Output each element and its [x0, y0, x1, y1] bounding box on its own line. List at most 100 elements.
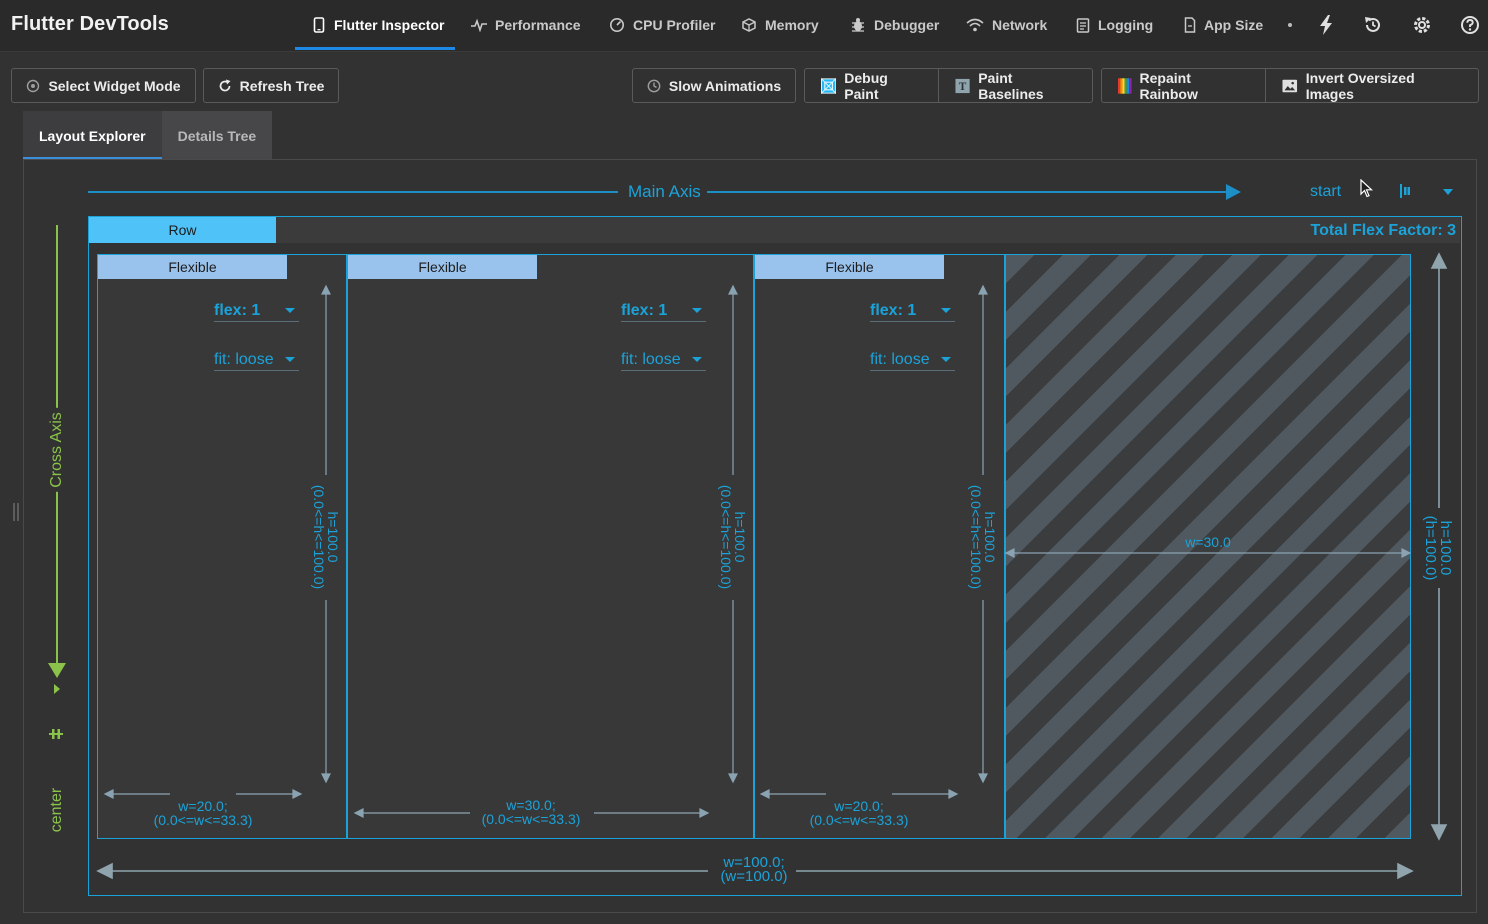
tab-label: Performance — [495, 17, 581, 33]
tab-performance[interactable]: Performance — [471, 0, 581, 50]
tab-label: App Size — [1204, 17, 1263, 33]
tab-memory[interactable]: Memory — [741, 0, 819, 50]
hot-reload-icon[interactable] — [1314, 13, 1338, 37]
cross-axis-alignment-value[interactable]: center — [48, 788, 66, 832]
tab-debugger[interactable]: Debugger — [850, 0, 939, 50]
button-label: Invert Oversized Images — [1306, 70, 1462, 102]
flex-value: flex: 1 — [870, 302, 916, 320]
select-widget-mode-button[interactable]: Select Widget Mode — [11, 68, 196, 103]
inspector-subtabs: Layout Explorer Details Tree — [23, 111, 272, 160]
align-center-icon[interactable] — [46, 724, 66, 744]
button-label: Repaint Rainbow — [1140, 70, 1250, 102]
child-1-height-label: h=100.0(0.0<=h<=100.0) — [312, 485, 340, 589]
caret-down-icon — [941, 308, 951, 313]
align-start-icon[interactable] — [1395, 181, 1415, 201]
row-header-strip — [276, 217, 1460, 243]
fit-value: fit: loose — [214, 351, 274, 369]
caret-down-icon — [941, 357, 951, 362]
flex-dropdown-3[interactable]: flex: 1 — [870, 300, 955, 322]
button-label: Refresh Tree — [240, 78, 325, 94]
split-drag-handle[interactable] — [13, 503, 19, 521]
tab-flutter-inspector[interactable]: Flutter Inspector — [312, 0, 444, 50]
flex-value: flex: 1 — [621, 302, 667, 320]
caret-down-icon — [285, 357, 295, 362]
tab-app-size[interactable]: App Size — [1184, 0, 1263, 50]
svg-text:T: T — [959, 81, 967, 93]
tab-label: Flutter Inspector — [334, 17, 444, 33]
slow-animations-button[interactable]: Slow Animations — [632, 68, 796, 103]
debug-paint-button[interactable]: Debug Paint — [805, 69, 938, 102]
more-tabs-indicator — [1288, 23, 1292, 27]
tab-logging[interactable]: Logging — [1076, 0, 1153, 50]
child-3-width-label: w=20.0;(0.0<=w<=33.3) — [799, 799, 919, 827]
rainbow-icon — [1118, 78, 1132, 94]
child-header: Flexible — [98, 255, 287, 279]
debug-paint-icon — [821, 78, 836, 94]
tab-cpu-profiler[interactable]: CPU Profiler — [609, 0, 715, 50]
main-axis-line-right — [707, 191, 1227, 193]
button-label: Debug Paint — [844, 70, 922, 102]
caret-down-icon — [285, 308, 295, 313]
child-header: Flexible — [348, 255, 537, 279]
flex-dropdown-2[interactable]: flex: 1 — [621, 300, 706, 322]
fit-value: fit: loose — [621, 351, 681, 369]
fit-value: fit: loose — [870, 351, 930, 369]
flexible-child-1[interactable]: Flexible — [97, 254, 347, 839]
tab-label: Network — [992, 17, 1047, 33]
caret-down-icon — [692, 308, 702, 313]
memory-icon — [741, 17, 757, 33]
row-width-label: w=100.0;(w=100.0) — [708, 856, 800, 884]
repaint-group: Repaint Rainbow Invert Oversized Images — [1101, 68, 1479, 103]
button-label: Slow Animations — [669, 78, 781, 94]
flex-dropdown-1[interactable]: flex: 1 — [214, 300, 299, 322]
clock-icon — [647, 79, 661, 93]
image-icon — [1282, 78, 1298, 94]
bug-icon — [850, 17, 866, 33]
main-axis-alignment-value[interactable]: start — [1310, 183, 1341, 201]
paint-baselines-button[interactable]: T Paint Baselines — [938, 69, 1092, 102]
row-widget-label[interactable]: Row — [89, 217, 276, 243]
tab-network[interactable]: Network — [966, 0, 1047, 50]
wifi-icon — [966, 18, 984, 32]
child-header: Flexible — [755, 255, 944, 279]
main-axis-label: Main Axis — [628, 182, 701, 202]
hot-restart-icon[interactable] — [1361, 13, 1385, 37]
tab-label: CPU Profiler — [633, 17, 715, 33]
tab-label: Logging — [1098, 17, 1153, 33]
button-label: Select Widget Mode — [48, 78, 180, 94]
tab-details-tree[interactable]: Details Tree — [162, 111, 273, 160]
invert-oversized-images-button[interactable]: Invert Oversized Images — [1265, 69, 1478, 102]
settings-icon[interactable] — [1410, 13, 1434, 37]
text-baseline-icon: T — [955, 78, 970, 94]
gauge-icon — [609, 17, 625, 33]
repaint-rainbow-button[interactable]: Repaint Rainbow — [1102, 69, 1265, 102]
child-1-width-label: w=20.0;(0.0<=w<=33.3) — [143, 799, 263, 827]
total-flex-factor: Total Flex Factor: 3 — [1310, 222, 1456, 240]
top-bar: Flutter DevTools Flutter Inspector Perfo… — [0, 0, 1488, 52]
flexible-child-2[interactable]: Flexible — [347, 254, 754, 839]
child-2-height-label: h=100.0(0.0<=h<=100.0) — [719, 485, 747, 589]
row-height-label: h=100.0(h=100.0) — [1423, 516, 1453, 581]
help-icon[interactable] — [1458, 13, 1482, 37]
active-tab-indicator — [295, 47, 455, 50]
main-axis-line-left — [88, 191, 618, 193]
tab-layout-explorer[interactable]: Layout Explorer — [23, 111, 162, 160]
free-space-width-label: w=30.0 — [1168, 535, 1248, 549]
target-icon — [26, 79, 40, 93]
fit-dropdown-2[interactable]: fit: loose — [621, 349, 706, 371]
fit-dropdown-3[interactable]: fit: loose — [870, 349, 955, 371]
pulse-icon — [471, 18, 487, 32]
tab-label: Memory — [765, 17, 819, 33]
refresh-tree-button[interactable]: Refresh Tree — [203, 68, 339, 103]
cross-axis-label: Cross Axis — [48, 408, 66, 492]
fit-dropdown-1[interactable]: fit: loose — [214, 349, 299, 371]
phone-icon — [312, 17, 326, 33]
refresh-icon — [218, 79, 232, 93]
button-label: Paint Baselines — [978, 70, 1076, 102]
debug-paint-group: Debug Paint T Paint Baselines — [804, 68, 1093, 103]
flex-value: flex: 1 — [214, 302, 260, 320]
main-axis-dropdown-icon[interactable] — [1438, 182, 1458, 202]
logging-icon — [1076, 17, 1090, 33]
child-2-width-label: w=30.0;(0.0<=w<=33.3) — [471, 798, 591, 826]
caret-down-icon — [692, 357, 702, 362]
